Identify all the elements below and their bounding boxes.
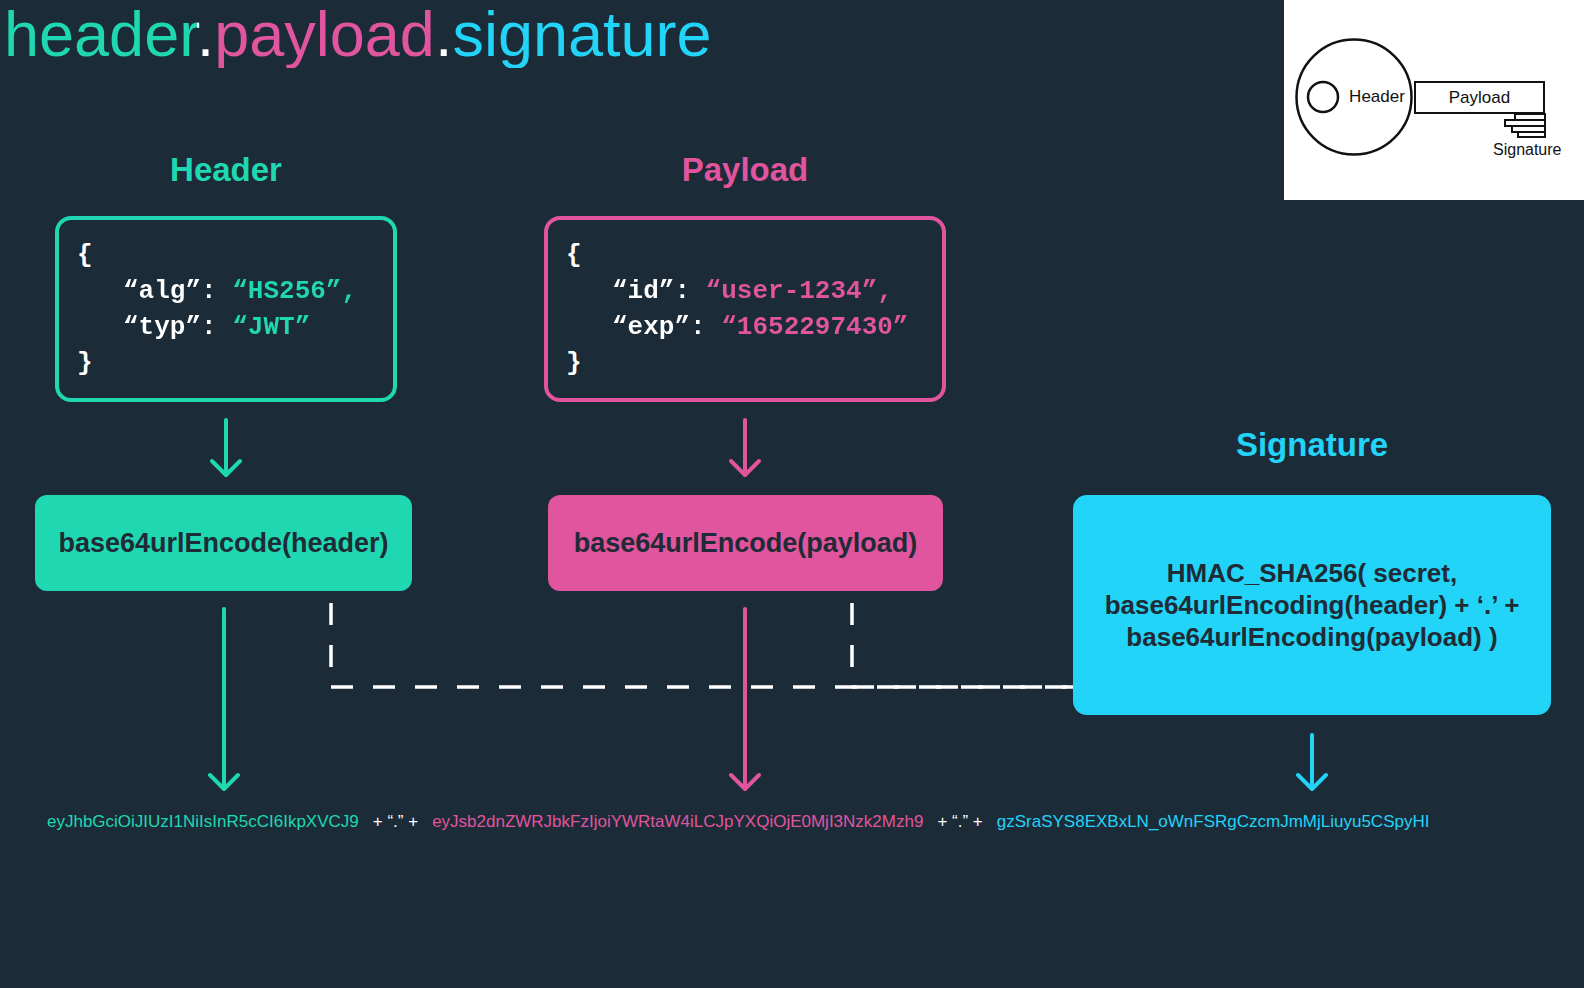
sketch-label: Signature [1493, 141, 1562, 159]
sketch-panel [1284, 0, 1584, 200]
output-arrow [731, 609, 759, 789]
encode-payload-box: base64urlEncode(payload) [548, 495, 943, 591]
code-line: } [566, 347, 582, 383]
signature-formula-box: HMAC_SHA256( secret, base64urlEncoding(h… [1073, 495, 1551, 715]
json-box: { “id”: “user-1234”,“exp”: “1652297430”} [544, 216, 946, 402]
token-row: eyJhbGciOiJIUzI1NiIsInR5cCI6IkpXVCJ9 + “.… [47, 812, 1429, 832]
connector [212, 420, 240, 475]
function-text: base64urlEncode(header) [58, 528, 388, 559]
connector [731, 420, 759, 475]
encoded-payload: eyJsb2dnZWRJbkFzIjoiYWRtaW4iLCJpYXQiOjE0… [432, 812, 923, 832]
box-heading: Signature [1073, 425, 1551, 465]
connector-line [331, 603, 1073, 687]
code-line: “id”: “user-1234”, [612, 275, 893, 311]
sketch-key-bow: Header [1295, 38, 1415, 156]
connector [331, 603, 1073, 687]
page-title: header.payload.signature [4, 0, 712, 68]
sketch-key-hole [1308, 82, 1338, 112]
sketch-key-teeth [1505, 114, 1545, 137]
signature-box: SignatureHMAC_SHA256( secret, base64urlE… [1073, 425, 1551, 715]
header-json-box: Header { “alg”: “HS256”,“typ”: “JWT”} [55, 150, 397, 402]
json-box: { “alg”: “HS256”,“typ”: “JWT”} [55, 216, 397, 402]
output-arrow [210, 609, 238, 789]
connector-line [852, 603, 1073, 687]
sketch-text: Payload [1449, 88, 1510, 108]
arrowhead [212, 461, 240, 475]
encoded-header: eyJhbGciOiJIUzI1NiIsInR5cCI6IkpXVCJ9 [47, 812, 359, 832]
connector-line [743, 420, 747, 475]
code-line: “typ”: “JWT” [123, 311, 310, 347]
code-line: “alg”: “HS256”, [123, 275, 357, 311]
function-text: base64urlEncode(payload) [574, 528, 918, 559]
output-arrow [1298, 735, 1326, 789]
code-line: } [77, 347, 93, 383]
arrowhead [731, 461, 759, 475]
formula-text: HMAC_SHA256( secret, base64urlEncoding(h… [1087, 557, 1537, 653]
connector-line [224, 420, 228, 475]
sketch-circle [1297, 40, 1412, 155]
separator: + “.” + [373, 812, 418, 832]
sketch-text: Header [1349, 87, 1405, 107]
separator: + “.” + [937, 812, 982, 832]
payload-json-box: Payload { “id”: “user-1234”,“exp”: “165229… [544, 150, 946, 402]
encode-header-box: base64urlEncode(header) [35, 495, 412, 591]
code-line: “exp”: “1652297430” [612, 311, 908, 347]
code-line: { [566, 239, 582, 275]
code-line: { [77, 239, 93, 275]
connector [852, 603, 1073, 687]
box-heading: Header [55, 150, 397, 190]
sketch-key-blade: Payload [1414, 81, 1545, 114]
box-heading: Payload [544, 150, 946, 190]
encoded-signature: gzSraSYS8EXBxLN_oWnFSRgCzcmJmMjLiuyu5CSp… [997, 812, 1430, 832]
